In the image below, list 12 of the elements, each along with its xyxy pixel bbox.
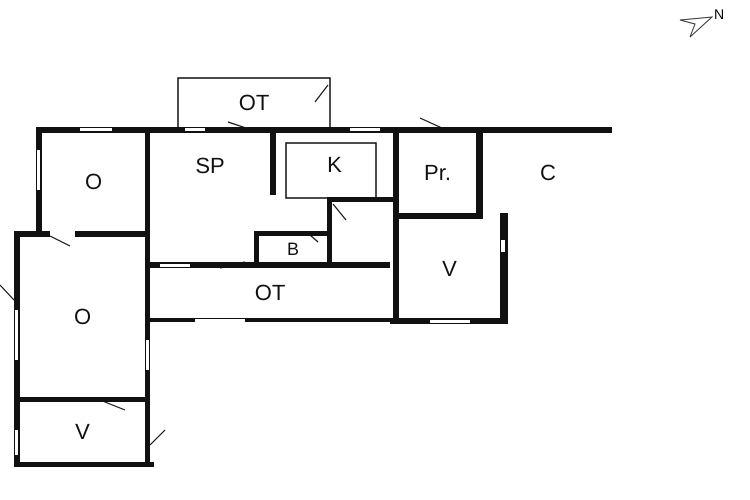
room-label: V (20, 402, 145, 462)
room-label: V (399, 219, 500, 318)
room-label: Pr. (399, 133, 476, 213)
room-label: SP (150, 133, 270, 198)
room-label: OT (178, 78, 330, 128)
room-label: B (259, 236, 327, 263)
room-label: O (42, 133, 145, 231)
room-label: C (483, 133, 613, 213)
room-label: K (276, 133, 393, 197)
room-label: O (20, 237, 145, 397)
compass-label: N (714, 6, 724, 22)
room-label: OT (150, 268, 390, 318)
